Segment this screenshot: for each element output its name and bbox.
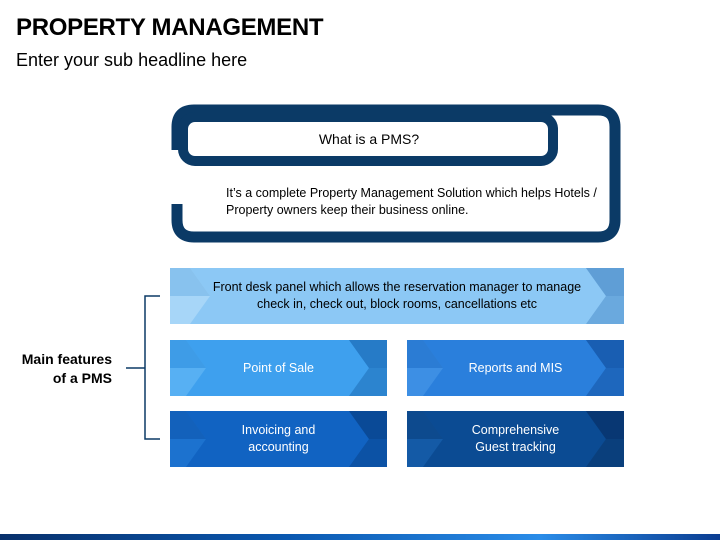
reports-panel: Reports and MIS xyxy=(407,340,624,396)
point-of-sale-panel: Point of Sale xyxy=(170,340,387,396)
guest-tracking-text-line2: Guest tracking xyxy=(475,440,556,454)
invoicing-text-line2: accounting xyxy=(248,440,309,454)
question-pill xyxy=(178,112,558,166)
footer-bar xyxy=(0,534,720,540)
front-desk-text: Front desk panel which allows the reserv… xyxy=(212,280,582,311)
page-subtitle: Enter your sub headline here xyxy=(16,50,248,70)
invoicing-text-line1: Invoicing and xyxy=(241,423,316,437)
guest-tracking-text-line1: Comprehensive xyxy=(471,423,560,437)
reports-text: Reports and MIS xyxy=(468,360,563,375)
main-features-line1: Main features xyxy=(21,351,112,367)
pms-description: It’s a complete Property Management Solu… xyxy=(226,186,597,217)
invoicing-shape xyxy=(170,411,387,467)
point-of-sale-text: Point of Sale xyxy=(243,360,314,375)
guest-tracking-panel: Comprehensive Guest tracking xyxy=(407,411,624,467)
main-features-label: Main features of a PMS xyxy=(14,350,112,388)
page-title: PROPERTY MANAGEMENT xyxy=(16,14,324,41)
main-features-line2: of a PMS xyxy=(52,370,112,386)
pms-outer-frame xyxy=(171,104,621,243)
pms-question: What is a PMS? xyxy=(318,131,420,147)
invoicing-panel: Invoicing and accounting xyxy=(170,411,387,467)
features-bracket xyxy=(126,295,160,440)
front-desk-shape xyxy=(170,268,624,324)
front-desk-panel: Front desk panel which allows the reserv… xyxy=(170,268,624,324)
point-of-sale-shape xyxy=(170,340,387,396)
reports-shape xyxy=(407,340,624,396)
guest-tracking-shape xyxy=(407,411,624,467)
